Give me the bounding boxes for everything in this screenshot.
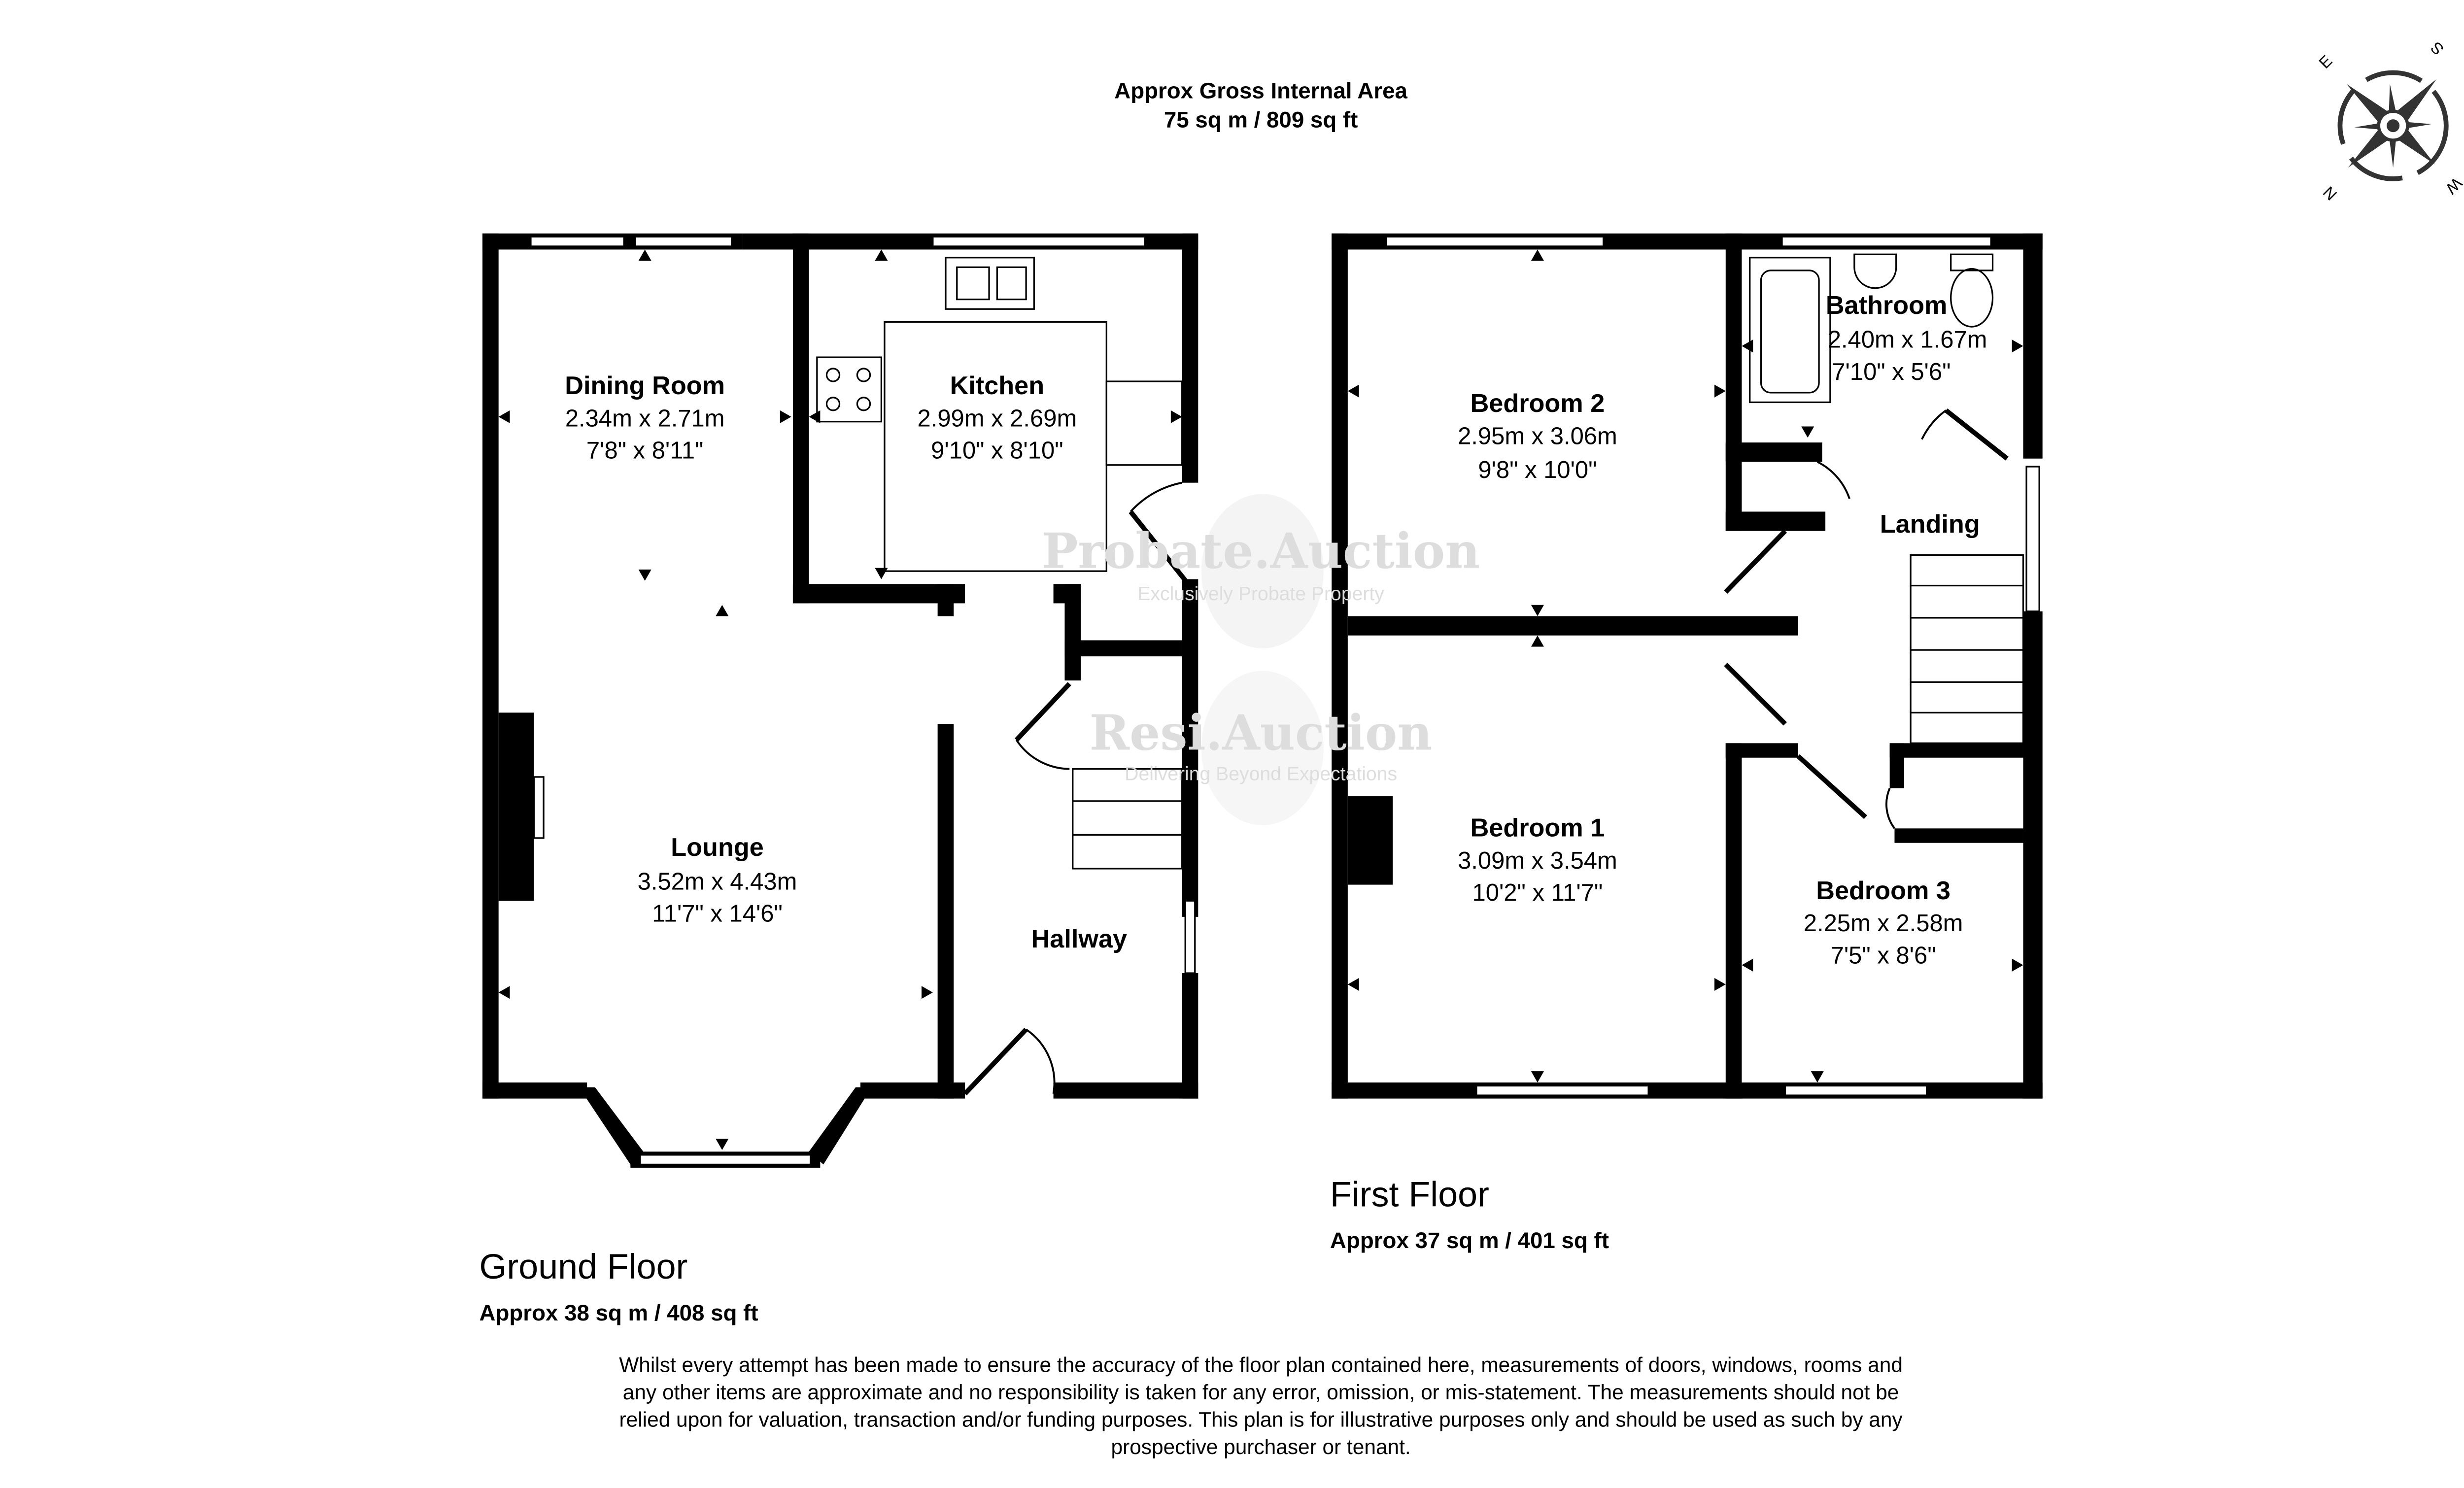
- first-floor-title: First Floor: [1330, 1175, 1489, 1214]
- watermark-probate: Probate.Auction Exclusively Probate Prop…: [1042, 523, 1480, 605]
- disclaimer-line: Whilst every attempt has been made to en…: [619, 1353, 1903, 1376]
- gross-area-value: 75 sq m / 809 sq ft: [1164, 107, 1358, 132]
- compass-north: N: [2320, 183, 2341, 204]
- watermark-probate-name: Probate.Auction: [1042, 523, 1480, 580]
- kitchen-name: Kitchen: [950, 372, 1044, 400]
- kitchen-imperial: 9'10" x 8'10": [931, 438, 1063, 464]
- watermark-resi-tagline: Delivering Beyond Expectations: [1125, 763, 1397, 784]
- ground-floor-area: Approx 38 sq m / 408 sq ft: [479, 1300, 758, 1325]
- bedroom3-name: Bedroom 3: [1816, 877, 1951, 905]
- disclaimer-line: prospective purchaser or tenant.: [1111, 1435, 1411, 1458]
- landing-name: Landing: [1880, 510, 1980, 539]
- watermark-probate-badge: [1201, 494, 1324, 648]
- watermark-resi: Resi.Auction Delivering Beyond Expectati…: [1090, 705, 1433, 784]
- dining-room-name: Dining Room: [565, 372, 725, 400]
- ground-floor-title: Ground Floor: [479, 1247, 688, 1286]
- bedroom3-imperial: 7'5" x 8'6": [1831, 942, 1936, 969]
- disclaimer-line: relied upon for valuation, transaction a…: [619, 1408, 1903, 1431]
- bedroom2-metric: 2.95m x 3.06m: [1458, 423, 1617, 449]
- first-floor-plan: Bedroom 2 2.95m x 3.06m 9'8" x 10'0" Bat…: [1332, 233, 2043, 1099]
- lounge-metric: 3.52m x 4.43m: [638, 868, 797, 895]
- compass-west: W: [2442, 174, 2464, 198]
- watermark-resi-name: Resi.Auction: [1090, 705, 1433, 761]
- kitchen-metric: 2.99m x 2.69m: [918, 405, 1077, 432]
- gross-area-title: Approx Gross Internal Area: [1114, 78, 1407, 103]
- compass-icon: E S N W: [2315, 38, 2464, 204]
- bedroom1-name: Bedroom 1: [1471, 814, 1605, 843]
- chimney-breast: [1347, 796, 1393, 885]
- watermark-probate-tagline: Exclusively Probate Property: [1137, 583, 1384, 605]
- disclaimer: Whilst every attempt has been made to en…: [619, 1353, 1903, 1458]
- dining-room-metric: 2.34m x 2.71m: [565, 405, 725, 432]
- compass-east: E: [2315, 51, 2336, 72]
- bedroom2-name: Bedroom 2: [1471, 389, 1605, 418]
- bedroom2-imperial: 9'8" x 10'0": [1478, 457, 1597, 483]
- compass-south: S: [2427, 38, 2447, 59]
- dining-room-imperial: 7'8" x 8'11": [586, 438, 704, 464]
- watermark-resi-badge: [1201, 671, 1324, 825]
- first-floor-area: Approx 37 sq m / 401 sq ft: [1330, 1228, 1609, 1253]
- fireplace: [498, 712, 534, 901]
- ground-floor-plan: Dining Room 2.34m x 2.71m 7'8" x 8'11" K…: [482, 233, 1198, 1168]
- hallway-name: Hallway: [1031, 925, 1127, 953]
- bathroom-name: Bathroom: [1826, 291, 1948, 320]
- disclaimer-line: any other items are approximate and no r…: [623, 1381, 1899, 1404]
- bathroom-imperial: 7'10" x 5'6": [1832, 359, 1951, 385]
- lounge-name: Lounge: [671, 833, 763, 862]
- bedroom1-metric: 3.09m x 3.54m: [1458, 847, 1617, 874]
- bedroom3-metric: 2.25m x 2.58m: [1804, 910, 1963, 937]
- bathroom-metric: 2.40m x 1.67m: [1828, 327, 1987, 353]
- lounge-imperial: 11'7" x 14'6": [652, 901, 783, 927]
- bedroom1-imperial: 10'2" x 11'7": [1472, 879, 1603, 906]
